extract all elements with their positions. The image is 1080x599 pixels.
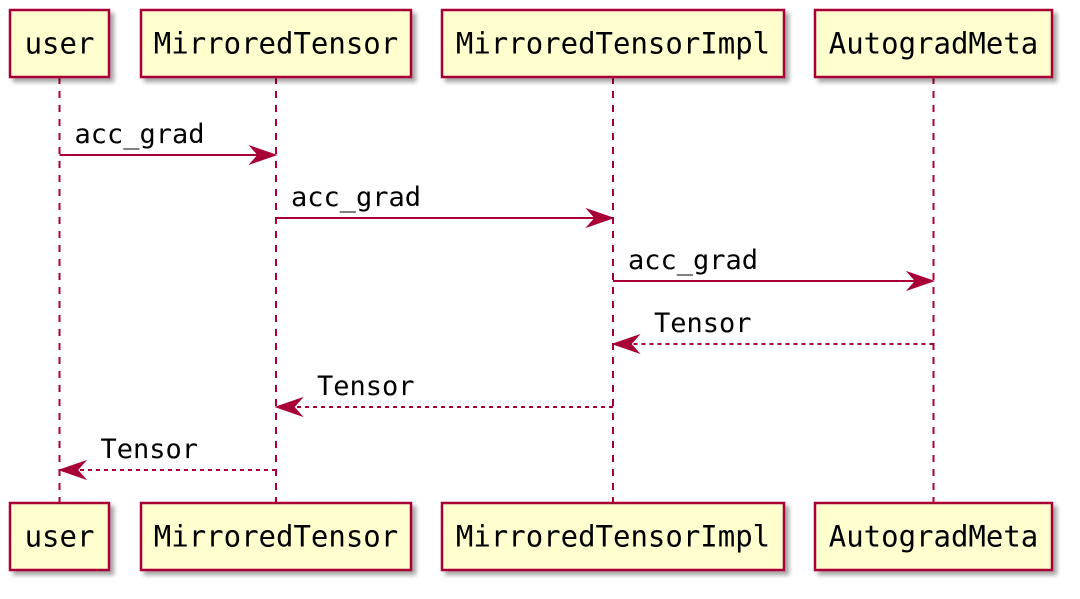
message-label: acc_grad: [291, 182, 421, 213]
participant-top-autograd-meta: AutogradMeta: [813, 8, 1054, 79]
messages: acc_gradacc_gradacc_gradTensorTensorTens…: [57, 119, 936, 481]
participants: useruserMirroredTensorMirroredTensorMirr…: [8, 8, 1054, 572]
message-3: acc_grad: [613, 245, 936, 292]
participant-label: user: [25, 520, 95, 554]
message-1: acc_grad: [59, 119, 278, 166]
participant-label: MirroredTensorImpl: [456, 520, 770, 554]
lifelines: [58, 77, 935, 503]
participant-box: [8, 8, 111, 79]
participant-box: [813, 8, 1054, 79]
message-2: acc_grad: [276, 182, 615, 229]
participant-bottom-mirrored-tensor: MirroredTensor: [139, 501, 413, 572]
participant-top-user: user: [8, 8, 111, 79]
participant-label: MirroredTensorImpl: [456, 27, 770, 61]
arrowhead: [248, 144, 278, 166]
arrowhead: [274, 396, 304, 418]
participant-bottom-mirrored-tensor-impl: MirroredTensorImpl: [440, 501, 786, 572]
arrowhead: [611, 333, 641, 355]
participant-top-mirrored-tensor: MirroredTensor: [139, 8, 413, 79]
arrowhead: [905, 270, 936, 292]
message-label: Tensor: [654, 308, 752, 339]
participant-box: [440, 8, 786, 79]
participant-label: AutogradMeta: [829, 27, 1039, 61]
participant-label: MirroredTensor: [154, 520, 398, 554]
message-5: Tensor: [274, 371, 613, 418]
participant-bottom-user: user: [8, 501, 111, 572]
message-label: acc_grad: [628, 245, 758, 276]
participant-box: [440, 501, 786, 572]
participant-bottom-autograd-meta: AutogradMeta: [813, 501, 1054, 572]
message-4: Tensor: [611, 308, 934, 355]
message-6: Tensor: [57, 434, 276, 481]
participant-box: [139, 501, 413, 572]
arrowhead: [585, 207, 615, 229]
participant-box: [8, 501, 111, 572]
message-label: Tensor: [317, 371, 415, 402]
participant-top-mirrored-tensor-impl: MirroredTensorImpl: [440, 8, 786, 79]
arrowhead: [57, 459, 88, 481]
participant-label: user: [25, 27, 95, 61]
message-label: acc_grad: [75, 119, 205, 150]
participant-label: AutogradMeta: [829, 520, 1039, 554]
participant-box: [813, 501, 1054, 572]
message-label: Tensor: [101, 434, 199, 465]
participant-box: [139, 8, 413, 79]
participant-label: MirroredTensor: [154, 27, 398, 61]
